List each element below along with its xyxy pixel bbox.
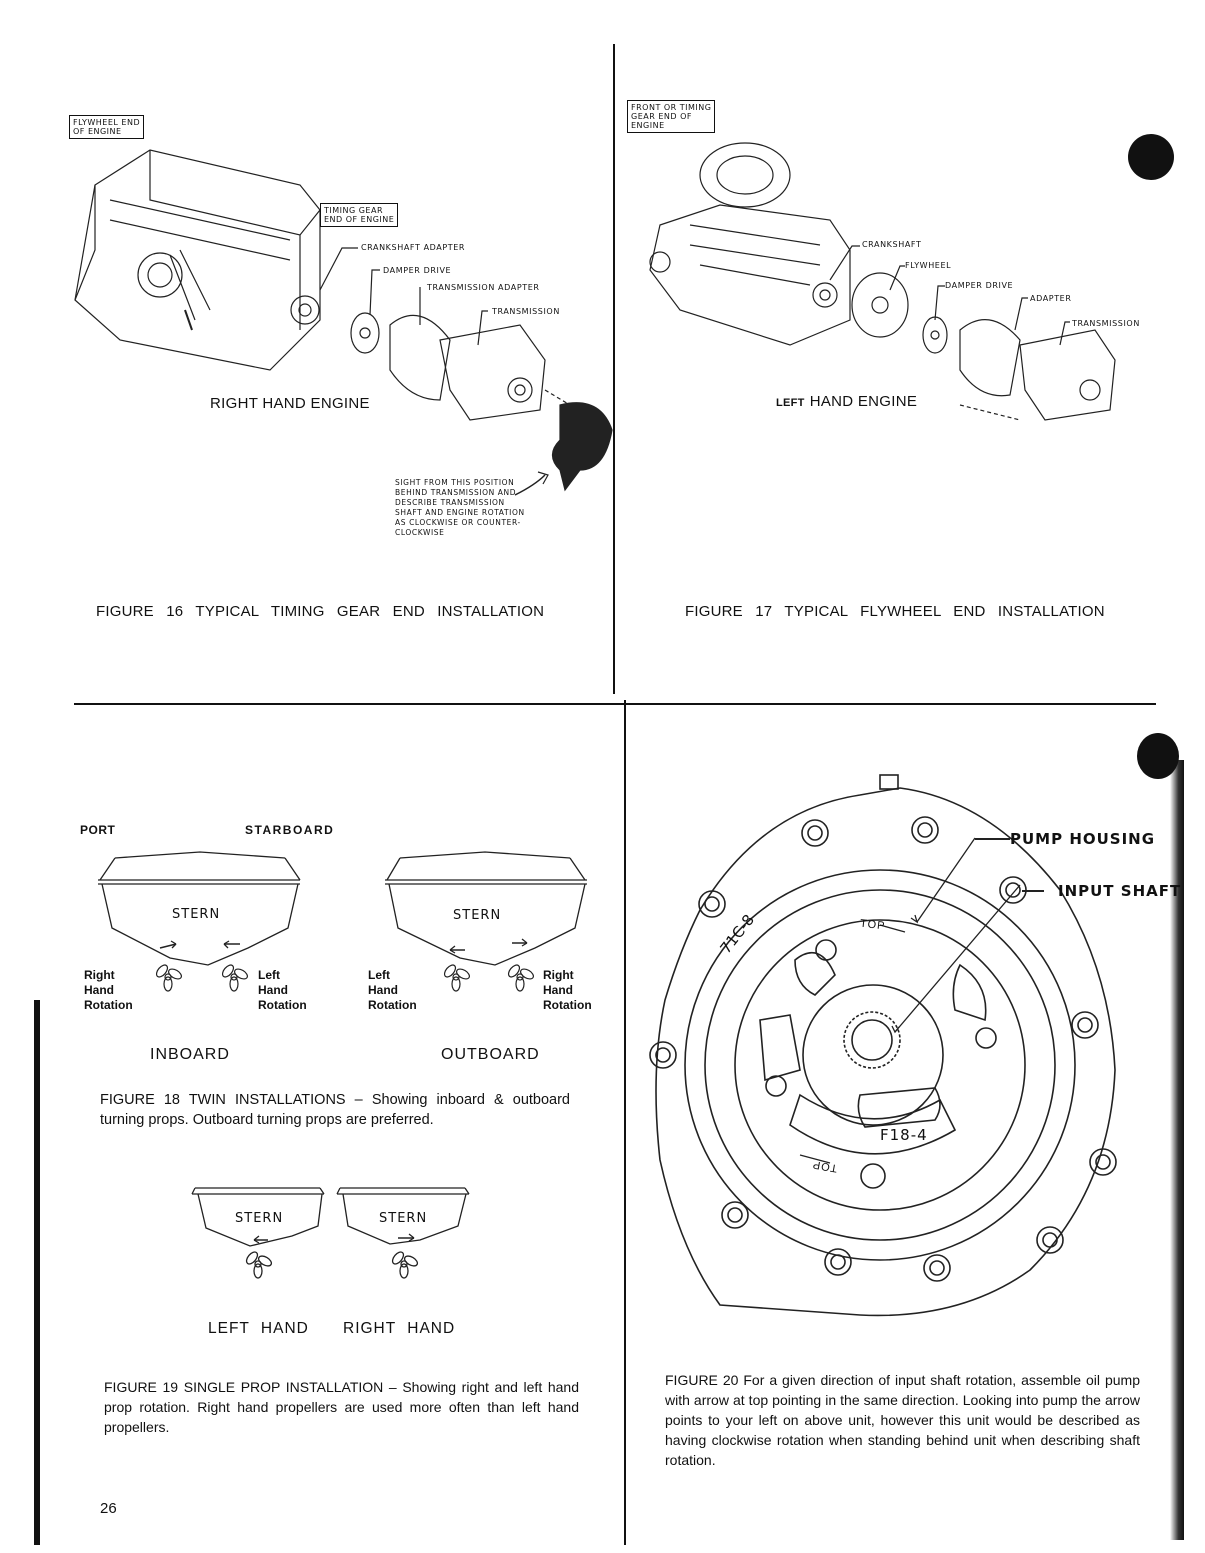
top-cast-mark: TOP [859, 917, 886, 933]
horizontal-divider [74, 703, 1156, 705]
right-hand-label: RIGHT HAND [343, 1320, 456, 1337]
port-label: PORT [80, 823, 116, 837]
timing-gear-end-box: TIMING GEAR END OF ENGINE [320, 203, 399, 227]
input-shaft-leader [1022, 890, 1044, 892]
inboard-left-rotation: Right Hand Rotation [84, 968, 133, 1012]
figure-20-caption: FIGURE 20 For a given direction of input… [665, 1372, 1140, 1468]
outboard-right-rotation: Right Hand Rotation [543, 968, 592, 1012]
crankshaft-adapter-callout: CRANKSHAFT ADAPTER [361, 243, 466, 252]
transmission-adapter-callout: TRANSMISSION ADAPTER [427, 283, 540, 292]
single-prop-hulls-diagram [191, 1187, 470, 1279]
binder-hole-top [1128, 134, 1174, 180]
stern-label-outboard: STERN [453, 908, 502, 923]
stern-label-right-hand: STERN [379, 1211, 428, 1226]
starboard-label: STARBOARD [245, 823, 335, 837]
outboard-label: OUTBOARD [441, 1046, 540, 1063]
left-hand-engine-illustration [649, 142, 1116, 421]
input-shaft-label: INPUT SHAFT [1058, 882, 1182, 900]
figure-18-caption: FIGURE 18 TWIN INSTALLATIONS – Showing i… [100, 1092, 570, 1128]
cast-mark-f18-4: F18-4 [880, 1126, 928, 1144]
front-timing-gear-box: FRONT OR TIMING GEAR END OF ENGINE [627, 100, 716, 133]
left-hand-engine-label: LEFT HAND ENGINE [776, 393, 917, 410]
sight-position-note: SIGHT FROM THIS POSITION BEHIND TRANSMIS… [395, 478, 525, 537]
page-number: 26 [100, 1500, 117, 1517]
outboard-left-rotation: Left Hand Rotation [368, 968, 417, 1012]
transmission-callout: TRANSMISSION [492, 307, 560, 316]
hand-engine-text: HAND ENGINE [809, 393, 918, 410]
pump-housing-leader [975, 838, 1010, 840]
figure-19-caption: FIGURE 19 SINGLE PROP INSTALLATION – Sho… [104, 1379, 579, 1435]
left-word: LEFT [776, 397, 805, 409]
stern-label-inboard: STERN [172, 907, 221, 922]
inboard-label: INBOARD [150, 1046, 230, 1063]
inboard-right-rotation: Left Hand Rotation [258, 968, 307, 1012]
scan-edge-right [1170, 760, 1184, 1540]
damper-drive-callout-17: DAMPER DRIVE [945, 281, 1014, 290]
figure-16-caption: FIGURE 16 TYPICAL TIMING GEAR END INSTAL… [96, 603, 545, 620]
stern-label-left-hand: STERN [235, 1211, 284, 1226]
binder-hole-bottom [1137, 733, 1179, 779]
oil-pump-housing-illustration [649, 774, 1117, 1317]
adapter-callout: ADAPTER [1030, 294, 1072, 303]
right-hand-engine-illustration [74, 149, 613, 496]
damper-drive-callout: DAMPER DRIVE [383, 266, 452, 275]
flywheel-callout: FLYWHEEL [905, 261, 952, 270]
figure-17-caption: FIGURE 17 TYPICAL FLYWHEEL END INSTALLAT… [685, 603, 1105, 620]
left-hand-label: LEFT HAND [208, 1320, 309, 1337]
right-hand-engine-label: RIGHT HAND ENGINE [210, 395, 370, 412]
crankshaft-callout: CRANKSHAFT [862, 240, 922, 249]
transmission-callout-17: TRANSMISSION [1072, 319, 1140, 328]
vertical-divider-bottom [624, 700, 626, 1545]
pump-housing-label: PUMP HOUSING [1010, 830, 1156, 848]
twin-hulls-diagram [98, 851, 587, 992]
vertical-divider-top [613, 44, 615, 694]
flywheel-end-box: FLYWHEEL END OF ENGINE [69, 115, 145, 139]
scan-edge-left [34, 1000, 40, 1545]
